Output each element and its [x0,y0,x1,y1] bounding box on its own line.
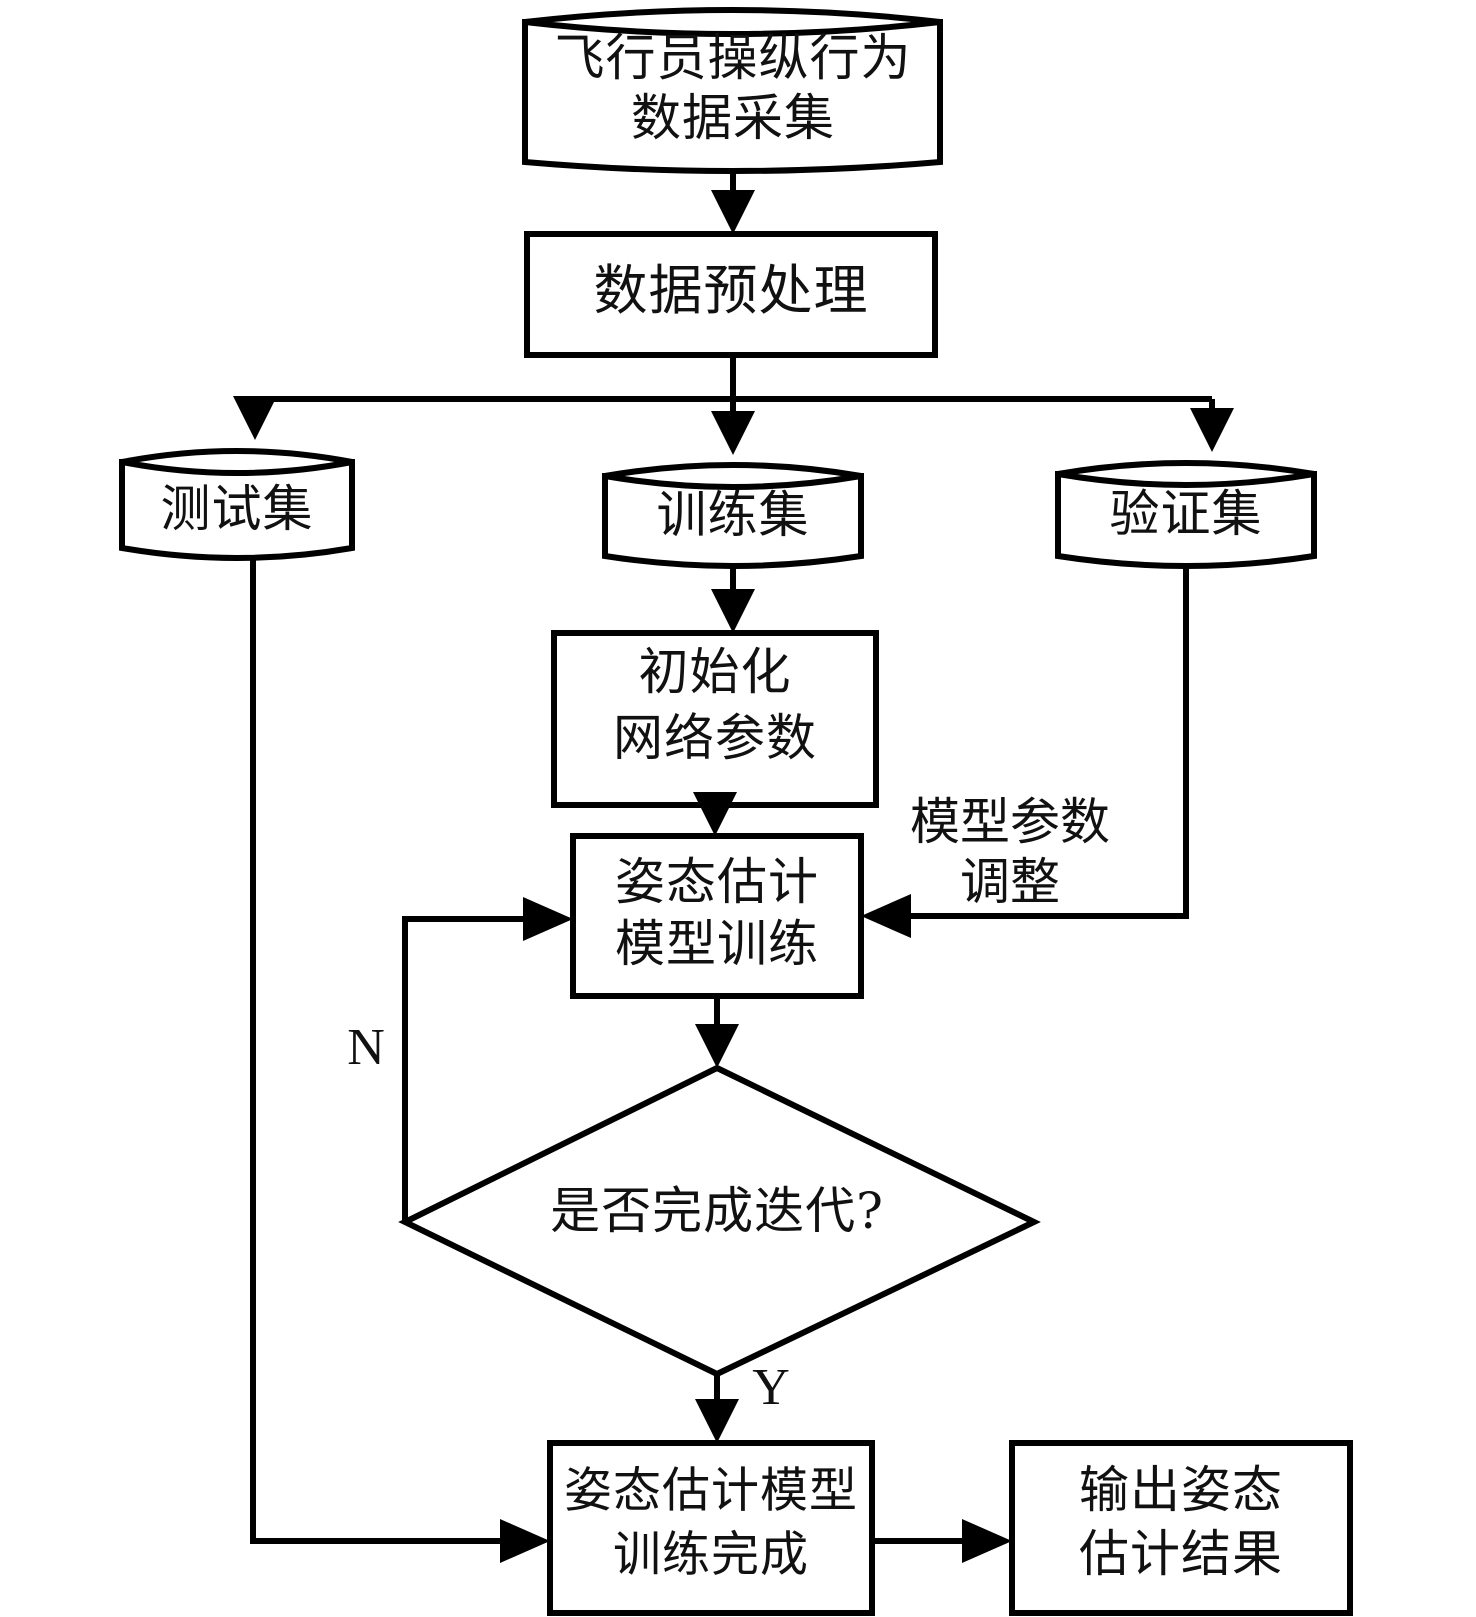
output-result-label-line1: 输出姿态 [1079,1461,1283,1519]
output-result-box [1009,1440,1353,1616]
edge-no-branch: N [347,897,573,1222]
edge-preprocess-split-bus [233,355,1234,455]
model-training-label-line1: 姿态估计 [615,853,819,911]
edge-yes-branch-arrowhead [695,1399,739,1443]
edge-done-to-output [872,1519,1012,1563]
init-params-label-line1: 初始化 [639,643,792,701]
feedback-label-line1: 模型参数 [910,793,1110,851]
test-set-top [121,448,353,476]
edge-init-to-training-arrowhead [693,792,737,836]
data-collection-top [524,7,941,37]
data-collection-label-line1: 飞行员操纵行为 [555,29,912,87]
edge-testset-to-done-arrowhead [500,1519,550,1563]
node-init-params: 初始化 网络参数 [551,630,879,808]
feedback-label-line2: 调整 [960,853,1060,911]
training-done-box [547,1440,875,1616]
test-set-body [119,459,355,561]
preprocessing-label: 数据预处理 [594,259,869,322]
edge-validset-feedback-arrowhead [861,894,911,938]
node-preprocessing: 数据预处理 [524,231,938,358]
train-set-top [604,462,862,490]
train-set-label: 训练集 [657,486,810,544]
edge-collection-to-preprocess-arrowhead [711,190,755,234]
edge-yes-branch: Y [695,1359,790,1443]
edge-validset-feedback: 模型参数 调整 [861,566,1189,938]
split-left-arrowhead [233,396,277,440]
test-set-label: 测试集 [161,480,314,538]
edge-collection-to-preprocess [711,172,755,234]
node-data-collection: 飞行员操纵行为 数据采集 [522,7,943,174]
edge-init-to-training [693,792,737,836]
split-mid-arrowhead [711,411,755,455]
node-test-set: 测试集 [119,448,355,561]
edge-done-to-output-arrowhead [962,1519,1012,1563]
init-params-label-line2: 网络参数 [613,709,817,767]
node-model-training: 姿态估计 模型训练 [570,833,864,999]
node-training-done: 姿态估计模型 训练完成 [547,1440,875,1616]
no-branch-label: N [347,1019,385,1076]
edge-training-to-decision [695,996,739,1068]
data-collection-body [522,19,943,174]
node-iteration-check: 是否完成迭代? [398,1064,1041,1378]
edge-testset-to-done [250,558,550,1563]
node-train-set: 训练集 [602,462,864,569]
training-done-label-line1: 姿态估计模型 [564,1463,858,1519]
model-training-box [570,833,864,999]
valid-set-body [1055,471,1317,569]
init-params-box [551,630,879,808]
train-set-body [602,473,864,569]
edge-no-branch-path [402,916,528,1222]
node-valid-set: 验证集 [1055,460,1317,569]
valid-set-top [1057,460,1315,488]
data-collection-label-line2: 数据采集 [631,89,835,147]
edge-no-branch-arrowhead [523,897,573,941]
edge-trainset-to-init-arrowhead [711,589,755,633]
edge-trainset-to-init [711,566,755,633]
edge-validset-feedback-path [906,566,1189,919]
training-done-label-line2: 训练完成 [613,1527,809,1583]
model-training-label-line2: 模型训练 [615,915,819,973]
edge-training-to-decision-arrowhead [695,1024,739,1068]
split-right-arrowhead [1190,408,1234,452]
valid-set-label: 验证集 [1110,485,1263,543]
yes-branch-label: Y [752,1359,790,1416]
preprocessing-box [524,231,938,358]
node-output-result: 输出姿态 估计结果 [1009,1440,1353,1616]
iteration-check-label: 是否完成迭代? [550,1182,884,1240]
edge-testset-to-done-path [250,558,505,1544]
output-result-label-line2: 估计结果 [1079,1525,1283,1583]
